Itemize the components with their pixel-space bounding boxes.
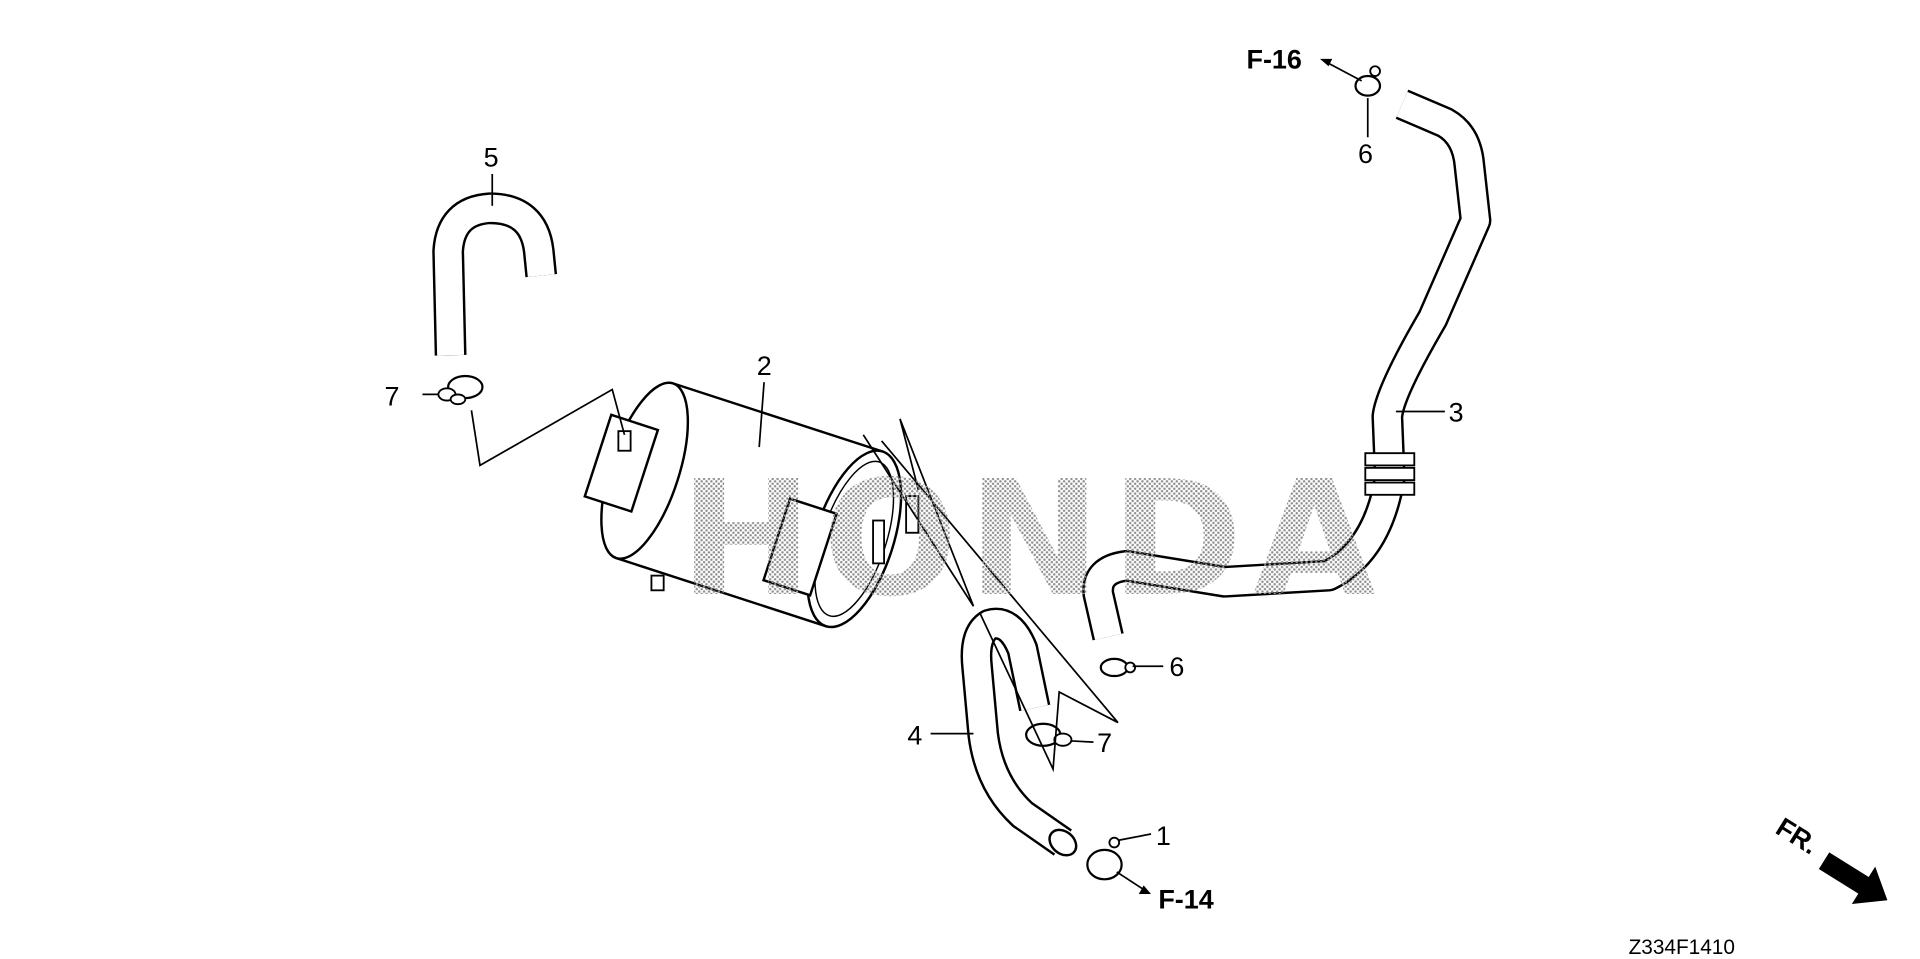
- clamp-part-7-upper[interactable]: [437, 374, 484, 406]
- label-part-2: 2: [757, 351, 772, 381]
- hose-part-3[interactable]: [1082, 89, 1492, 641]
- clamp-part-6-lower[interactable]: [1099, 657, 1137, 678]
- label-part-7-upper: 7: [384, 381, 399, 411]
- arrow-icon: [1818, 852, 1888, 904]
- label-part-5: 5: [484, 143, 499, 173]
- label-part-6-upper: 6: [1358, 139, 1373, 169]
- label-part-4: 4: [907, 721, 922, 751]
- clamp-part-6-upper[interactable]: [1354, 65, 1382, 97]
- leader-lines: [422, 58, 1445, 894]
- hose-part-4[interactable]: [960, 607, 1081, 861]
- front-direction-label: FR.: [1771, 812, 1824, 860]
- label-part-1: 1: [1156, 821, 1171, 851]
- clamp-part-1[interactable]: [1086, 836, 1123, 881]
- diagram-code: Z334F1410: [1629, 936, 1735, 959]
- label-part-7-lower: 7: [1097, 728, 1112, 758]
- reference-f14-link[interactable]: F-14: [1158, 885, 1213, 915]
- label-part-6-lower: 6: [1169, 652, 1184, 682]
- reference-f16-link[interactable]: F-16: [1247, 45, 1302, 75]
- front-direction-arrow: FR.: [1771, 812, 1888, 904]
- hose-part-5[interactable]: [432, 192, 558, 356]
- canister-part-2[interactable]: [570, 368, 920, 638]
- label-part-3: 3: [1449, 397, 1464, 427]
